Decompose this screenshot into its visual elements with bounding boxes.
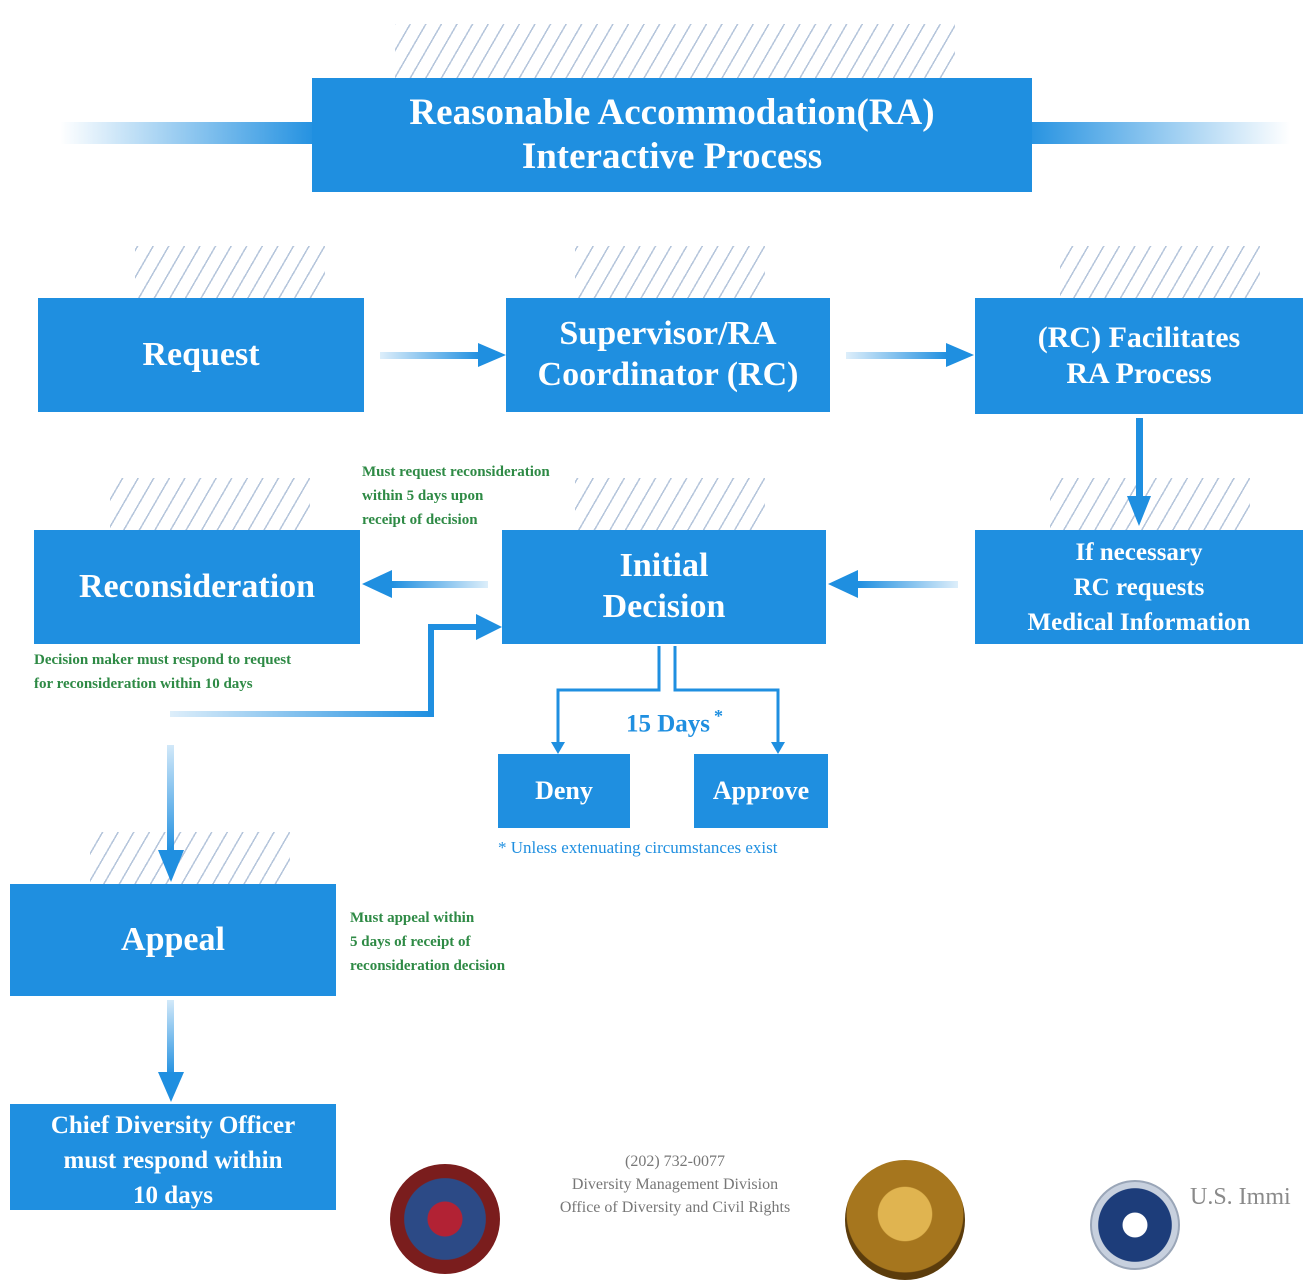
note-recon-response-line-2: for reconsideration within 10 days [34,676,253,692]
request-hatch [135,246,325,298]
title-line-2: Interactive Process [521,136,823,177]
supervisor-node: Supervisor/RA Coordinator (RC) [506,298,830,412]
footer-agency-text: U.S. Immi [1190,1184,1291,1210]
building-seal [845,1160,965,1280]
footer-division: Diversity Management Division [571,1176,779,1194]
footer-office: Office of Diversity and Civil Rights [559,1199,791,1217]
title-hatch [395,24,955,78]
arrow-initial-to-reconsideration [362,570,488,598]
medical-info-node: If necessary RC requests Medical Informa… [975,530,1303,644]
dhs-seal-right [1090,1180,1180,1270]
facilitates-line-2: RA Process [1066,357,1212,390]
title-line-1: Reasonable Accommodation(RA) [409,91,935,133]
approve-label: Approve [712,776,810,806]
footer-phone: (202) 732-0077 [625,1153,725,1170]
note-appeal-line-1: Must appeal within [350,910,475,926]
supervisor-line-1: Supervisor/RA [559,315,777,353]
footnote-text: * Unless extenuating circumstances exist [498,838,778,857]
appeal-node: Appeal [10,884,336,996]
title-band-left [60,122,320,144]
supervisor-hatch [575,246,765,298]
arrowhead-deny [551,742,565,754]
arrow-medical-to-initial [828,570,958,598]
cdo-line-3: 10 days [133,1182,213,1209]
appeal-label: Appeal [121,920,225,958]
facilitates-hatch [1060,246,1260,298]
note-recon-request-line-3: receipt of decision [362,512,478,528]
appeal-hatch [90,832,290,884]
note-request-reconsideration: Must request reconsideration within 5 da… [362,460,550,532]
footnote: * Unless extenuating circumstances exist [498,838,777,858]
cdo-node: Chief Diversity Officer must respond wit… [10,1104,336,1210]
initial-line-2: Decision [602,588,726,625]
medical-line-2: RC requests [1073,573,1205,601]
footer-agency: U.S. Immi [1190,1184,1291,1211]
days-label-text: 15 Days [626,710,711,738]
cdo-line-1: Chief Diversity Officer [50,1112,296,1139]
days-label: 15 Days* [626,706,723,738]
dhs-seal-left [390,1164,500,1274]
approve-node: Approve [694,754,828,828]
note-recon-response-line-1: Decision maker must respond to request [34,652,292,668]
initial-hatch [575,478,765,530]
facilitates-node: (RC) Facilitates RA Process [975,298,1303,414]
reconsideration-hatch [110,478,310,530]
deny-label: Deny [535,776,593,806]
request-node: Request [38,298,364,412]
arrow-request-to-supervisor [380,343,506,367]
reconsideration-node: Reconsideration [34,530,360,644]
note-recon-request-line-2: within 5 days upon [362,488,484,504]
title-band-right [1020,122,1290,144]
facilitates-line-1: (RC) Facilitates [1037,321,1241,354]
note-appeal: Must appeal within 5 days of receipt of … [350,906,505,978]
reconsideration-label: Reconsideration [78,567,316,605]
medical-line-3: Medical Information [1027,608,1251,636]
arrow-supervisor-to-facilitates [846,343,974,367]
arrowhead-approve [771,742,785,754]
arrow-appeal-to-cdo [158,1000,184,1102]
request-label: Request [142,335,260,373]
deny-node: Deny [498,754,630,828]
medical-hatch [1050,478,1250,530]
days-asterisk: * [714,706,724,726]
note-recon-request-line-1: Must request reconsideration [362,464,550,480]
note-appeal-line-2: 5 days of receipt of [350,934,471,950]
note-appeal-line-3: reconsideration decision [350,958,506,974]
initial-line-1: Initial [619,547,709,585]
supervisor-line-2: Coordinator (RC) [537,356,799,393]
medical-line-1: If necessary [1075,538,1203,566]
initial-decision-node: Initial Decision [502,530,826,644]
cdo-line-2: must respond within [63,1147,283,1174]
footer-contact: (202) 732-0077 Diversity Management Divi… [500,1150,850,1220]
note-reconsideration-response: Decision maker must respond to request f… [34,648,291,696]
title-box: Reasonable Accommodation(RA) Interactive… [312,78,1032,192]
